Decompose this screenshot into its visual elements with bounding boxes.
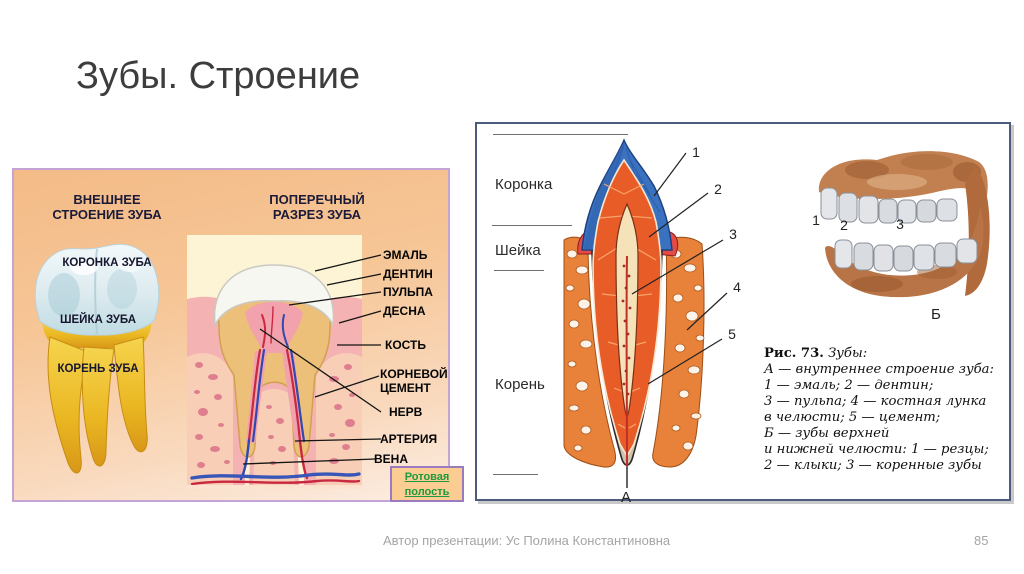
jaw-number-1: 1: [812, 212, 820, 228]
divider-line: [493, 134, 628, 135]
caption-figure-title: Зубы:: [828, 346, 868, 361]
label-tooth-crown: КОРОНКА ЗУБА: [62, 257, 152, 269]
heading-line: ПОПЕРЕЧНЫЙ: [269, 192, 365, 207]
label-gum: ДЕСНА: [383, 304, 426, 318]
label-pulp: ПУЛЬПА: [383, 285, 433, 299]
heading-line: СТРОЕНИЕ ЗУБА: [52, 207, 162, 222]
number-leader-lines: [631, 152, 728, 385]
caption-line: 1 — эмаль; 2 — дентин;: [764, 378, 934, 393]
caption-line: и нижней челюсти: 1 — резцы;: [764, 442, 989, 457]
sub-label-b: Б: [931, 306, 941, 323]
heading-line: ВНЕШНЕЕ: [73, 192, 141, 207]
caption-line: 3 — пульпа; 4 — костная лунка: [764, 394, 987, 409]
jaw-number-3: 3: [896, 216, 904, 232]
external-tooth-illustration: [34, 243, 160, 474]
external-structure-heading: ВНЕШНЕЕ СТРОЕНИЕ ЗУБА: [32, 192, 182, 222]
caption-line: Б — зубы верхней: [764, 426, 890, 441]
link-line: полость: [404, 486, 450, 498]
oral-cavity-link[interactable]: Ротовая полость: [390, 466, 464, 502]
pulp-dots: [621, 264, 632, 396]
page-number: 85: [974, 533, 989, 548]
caption-line: Рис. 73. Зубы:: [764, 346, 1014, 362]
region-label-root: Корень: [495, 376, 545, 393]
cross-section-heading: ПОПЕРЕЧНЫЙ РАЗРЕЗ ЗУБА: [237, 192, 397, 222]
heading-line: РАЗРЕЗ ЗУБА: [272, 207, 362, 222]
label-enamel: ЭМАЛЬ: [383, 248, 428, 262]
caption-line: в челюсти; 5 — цемент;: [764, 410, 941, 425]
jaws-illustration: [818, 151, 990, 298]
upper-teeth: [820, 187, 958, 224]
leader-lines: [242, 254, 382, 465]
footer-author: Автор презентации: Ус Полина Константино…: [383, 533, 671, 548]
figure-caption: Рис. 73. Зубы: А — внутреннее строение з…: [764, 346, 1014, 474]
part-number-5: 5: [728, 326, 736, 342]
caption-line: А — внутреннее строение зуба:: [764, 362, 994, 377]
region-label-crown: Коронка: [495, 176, 553, 193]
region-label-neck: Шейка: [495, 242, 541, 259]
caption-line: 2 — клыки; 3 — коренные зубы: [764, 458, 982, 473]
tooth-section-illustration: [563, 138, 728, 488]
label-tooth-neck: ШЕЙКА ЗУБА: [59, 314, 137, 326]
label-root-cement: КОРНЕВОЙ ЦЕМЕНТ: [380, 367, 448, 395]
label-dentin: ДЕНТИН: [383, 267, 433, 281]
label-bone: КОСТЬ: [385, 338, 426, 352]
vessels: [190, 306, 361, 486]
tooth-cross-section-illustration: [187, 235, 382, 489]
label-nerve: НЕРВ: [389, 405, 423, 419]
label-vein: ВЕНА: [374, 452, 409, 466]
part-number-1: 1: [692, 144, 700, 160]
lower-teeth: [834, 238, 978, 272]
divider-line: [494, 270, 544, 271]
part-number-4: 4: [733, 279, 741, 295]
divider-line: [493, 474, 538, 475]
sub-label-a: А: [620, 489, 631, 506]
label-artery: АРТЕРИЯ: [380, 432, 438, 446]
jaw-number-2: 2: [840, 217, 848, 233]
part-number-2: 2: [714, 181, 722, 197]
textbook-figure-panel: Коронка Шейка Корень: [475, 122, 1014, 506]
part-number-3: 3: [729, 226, 737, 242]
caption-figure-number: Рис. 73.: [764, 346, 824, 361]
tooth-structure-panel: ВНЕШНЕЕ СТРОЕНИЕ ЗУБА ПОПЕРЕЧНЫЙ РАЗРЕЗ …: [12, 168, 464, 502]
link-line: Ротовая: [404, 471, 450, 483]
slide-title: Зубы. Строение: [76, 55, 361, 97]
bone-holes: [565, 249, 705, 452]
divider-line: [492, 225, 572, 226]
label-tooth-root: КОРЕНЬ ЗУБА: [57, 363, 139, 375]
